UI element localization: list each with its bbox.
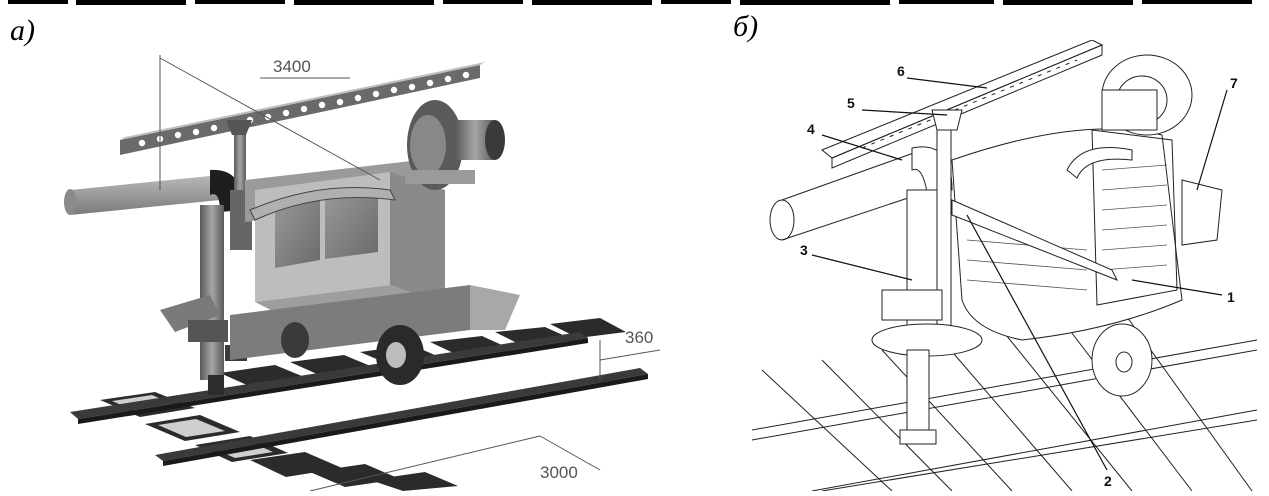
rendered-machine-view: 3400 360 3000 xyxy=(60,40,700,492)
cabin xyxy=(951,128,1223,341)
fan-drum xyxy=(1066,54,1193,179)
fan-drum xyxy=(405,100,505,190)
vertical-column xyxy=(871,109,983,445)
callout-6: 6 xyxy=(897,63,905,79)
cabin xyxy=(230,160,520,360)
vertical-column xyxy=(160,120,252,395)
line-art-machine-view: 6 5 4 3 1 2 7 xyxy=(751,39,1258,492)
track xyxy=(70,318,648,491)
dim-360-label: 360 xyxy=(625,328,653,347)
cropped-text-row xyxy=(0,0,1269,14)
callout-3: 3 xyxy=(800,242,808,258)
panel-a-letter: a) xyxy=(10,14,35,47)
dim-3400-label: 3400 xyxy=(273,57,311,76)
dim-3000-label: 3000 xyxy=(540,463,578,482)
overhead-beam xyxy=(821,39,1104,169)
callout-leaders xyxy=(811,77,1228,471)
wheel xyxy=(1091,323,1153,397)
dimension-lines xyxy=(159,55,661,492)
callout-2: 2 xyxy=(1104,473,1112,489)
callout-7: 7 xyxy=(1230,75,1238,91)
panel-b-letter: б) xyxy=(733,10,759,43)
wheels xyxy=(281,322,424,385)
track xyxy=(751,309,1258,492)
callout-5: 5 xyxy=(847,95,855,111)
callout-4: 4 xyxy=(807,121,815,137)
callout-1: 1 xyxy=(1227,289,1235,305)
